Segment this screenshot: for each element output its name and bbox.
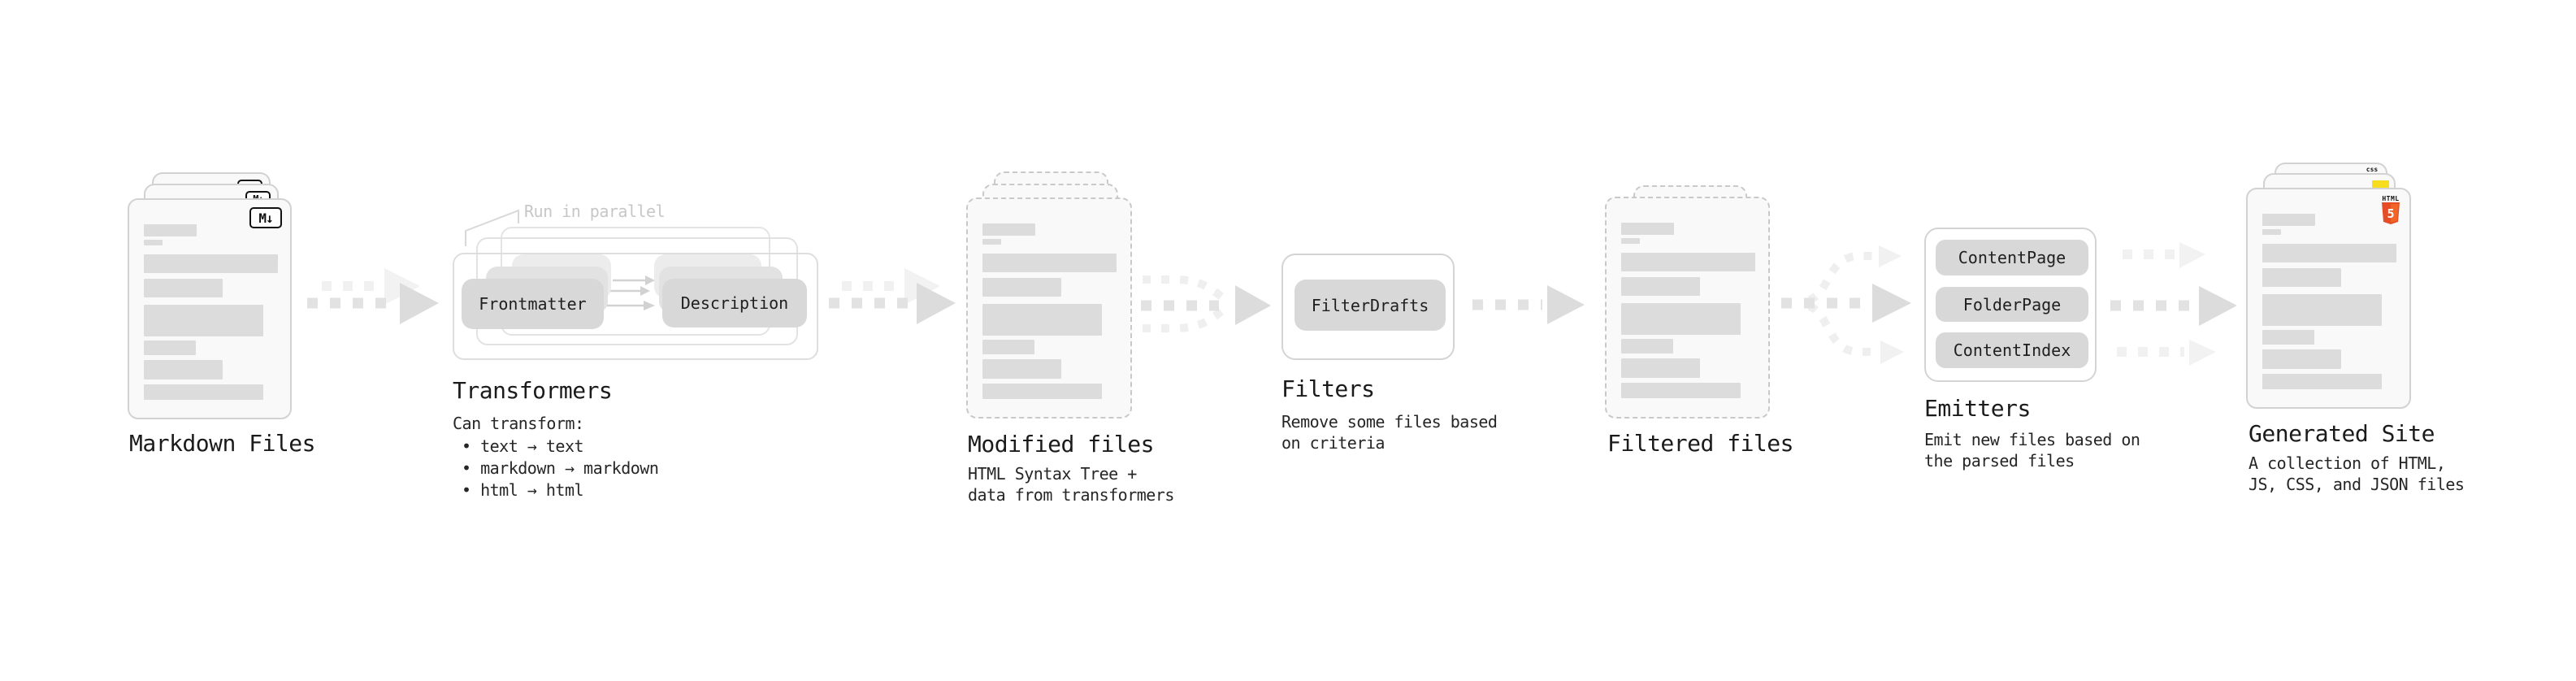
file-card-front: M↓ <box>128 198 292 419</box>
filters-box: FilterDrafts <box>1281 254 1455 360</box>
html5-icon-number: 5 <box>2387 206 2394 221</box>
html5-shield: 5 <box>2382 202 2400 224</box>
emitters-subtitle: Emit new files based on the parsed files <box>1924 430 2140 471</box>
run-in-parallel-annotation: Run in parallel <box>524 202 666 221</box>
bullet-item: html → html <box>462 479 658 501</box>
contentindex-pill: ContentIndex <box>1936 332 2088 368</box>
js-icon <box>2372 180 2389 189</box>
arrow-filters-to-filtered <box>1472 285 1585 324</box>
arrow-filtered-to-emitters <box>1781 245 1911 364</box>
file-card-html: HTML 5 <box>2246 188 2411 409</box>
file-card-front <box>966 197 1132 419</box>
description-pill: Description <box>662 279 807 327</box>
emitters-title: Emitters <box>1924 395 2031 422</box>
filtered-files-title: Filtered files <box>1607 430 1794 457</box>
css-icon-label: css <box>2366 166 2379 173</box>
bullet-item: text → text <box>462 436 658 458</box>
doc-placeholder-bars <box>144 224 278 400</box>
modified-files-subtitle: HTML Syntax Tree + data from transformer… <box>968 464 1174 505</box>
transformers-bullet-list: text → text markdown → markdown html → h… <box>462 436 659 501</box>
arrow-transformers-to-modified <box>829 268 956 324</box>
transformer-box-front <box>453 253 818 360</box>
transformers-body-heading: Can transform: <box>453 414 584 433</box>
bullet-item: markdown → markdown <box>462 458 659 479</box>
generated-site-title: Generated Site <box>2249 420 2435 447</box>
frontmatter-pill: Frontmatter <box>462 279 604 329</box>
filters-subtitle: Remove some files based on criteria <box>1281 412 1498 453</box>
file-card-front <box>1605 197 1770 419</box>
modified-files-title: Modified files <box>968 431 1155 458</box>
filters-title: Filters <box>1281 375 1375 402</box>
contentpage-pill: ContentPage <box>1936 240 2088 275</box>
emitters-box: ContentPage FolderPage ContentIndex <box>1924 228 2097 382</box>
arrow-emitters-to-generated <box>2110 242 2237 366</box>
filterdrafts-pill: FilterDrafts <box>1295 280 1446 331</box>
arrow-markdown-to-transformers <box>307 268 439 324</box>
markdown-icon: M↓ <box>249 207 282 228</box>
doc-placeholder-bars <box>1621 223 1755 398</box>
generated-site-subtitle: A collection of HTML, JS, CSS, and JSON … <box>2249 453 2465 494</box>
html5-icon: HTML 5 <box>2381 195 2400 228</box>
arrow-modified-to-filters <box>1141 275 1271 332</box>
markdown-files-title: Markdown Files <box>129 430 316 457</box>
transformers-title: Transformers <box>453 377 613 404</box>
doc-placeholder-bars <box>982 223 1117 399</box>
folderpage-pill: FolderPage <box>1936 287 2088 322</box>
doc-placeholder-bars <box>2262 214 2396 389</box>
html5-icon-label: HTML <box>2382 195 2400 202</box>
